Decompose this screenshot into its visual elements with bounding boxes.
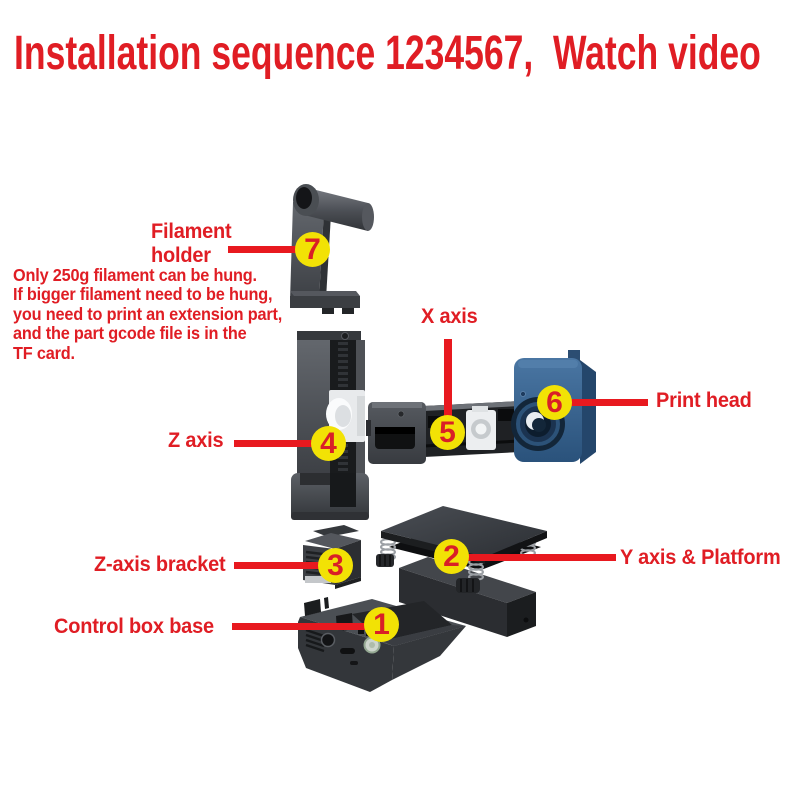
step-badge-2: 2 bbox=[434, 539, 469, 574]
leader-line-4 bbox=[234, 440, 316, 447]
note-line: If bigger filament need to be hung, bbox=[13, 284, 273, 305]
leader-line-7 bbox=[228, 246, 300, 253]
x-axis-label: X axis bbox=[421, 305, 478, 328]
note-line: Only 250g filament can be hung. bbox=[13, 265, 257, 285]
leader-line-2 bbox=[466, 554, 616, 561]
print-head-label: Print head bbox=[656, 389, 752, 412]
step-badge-1: 1 bbox=[364, 607, 399, 642]
step-badge-4: 4 bbox=[311, 426, 346, 461]
z-axis-label: Z axis bbox=[168, 429, 224, 452]
z-axis-bracket-label: Z-axis bracket bbox=[94, 553, 226, 576]
note-line: and the part gcode file is in the bbox=[13, 323, 247, 344]
filament-holder-part bbox=[290, 184, 374, 314]
leader-line-5 bbox=[444, 339, 452, 419]
control-box-base-label: Control box base bbox=[54, 615, 214, 638]
leader-line-1 bbox=[232, 623, 367, 630]
step-badge-3: 3 bbox=[318, 548, 353, 583]
note-line: TF card. bbox=[13, 342, 75, 363]
leader-line-6 bbox=[570, 399, 648, 406]
leader-line-3 bbox=[234, 562, 322, 569]
page-title: Installation sequence 1234567, Watch vid… bbox=[14, 27, 761, 80]
filament-holder-label: Filament holder bbox=[151, 220, 232, 268]
y-axis-platform-label: Y axis & Platform bbox=[620, 546, 781, 569]
filament-note: Only 250g filament can be hung. If bigge… bbox=[13, 265, 283, 363]
step-badge-6: 6 bbox=[537, 385, 572, 420]
step-badge-7: 7 bbox=[295, 232, 330, 267]
note-line: you need to print an extension part, bbox=[13, 303, 283, 324]
step-badge-5: 5 bbox=[430, 415, 465, 450]
